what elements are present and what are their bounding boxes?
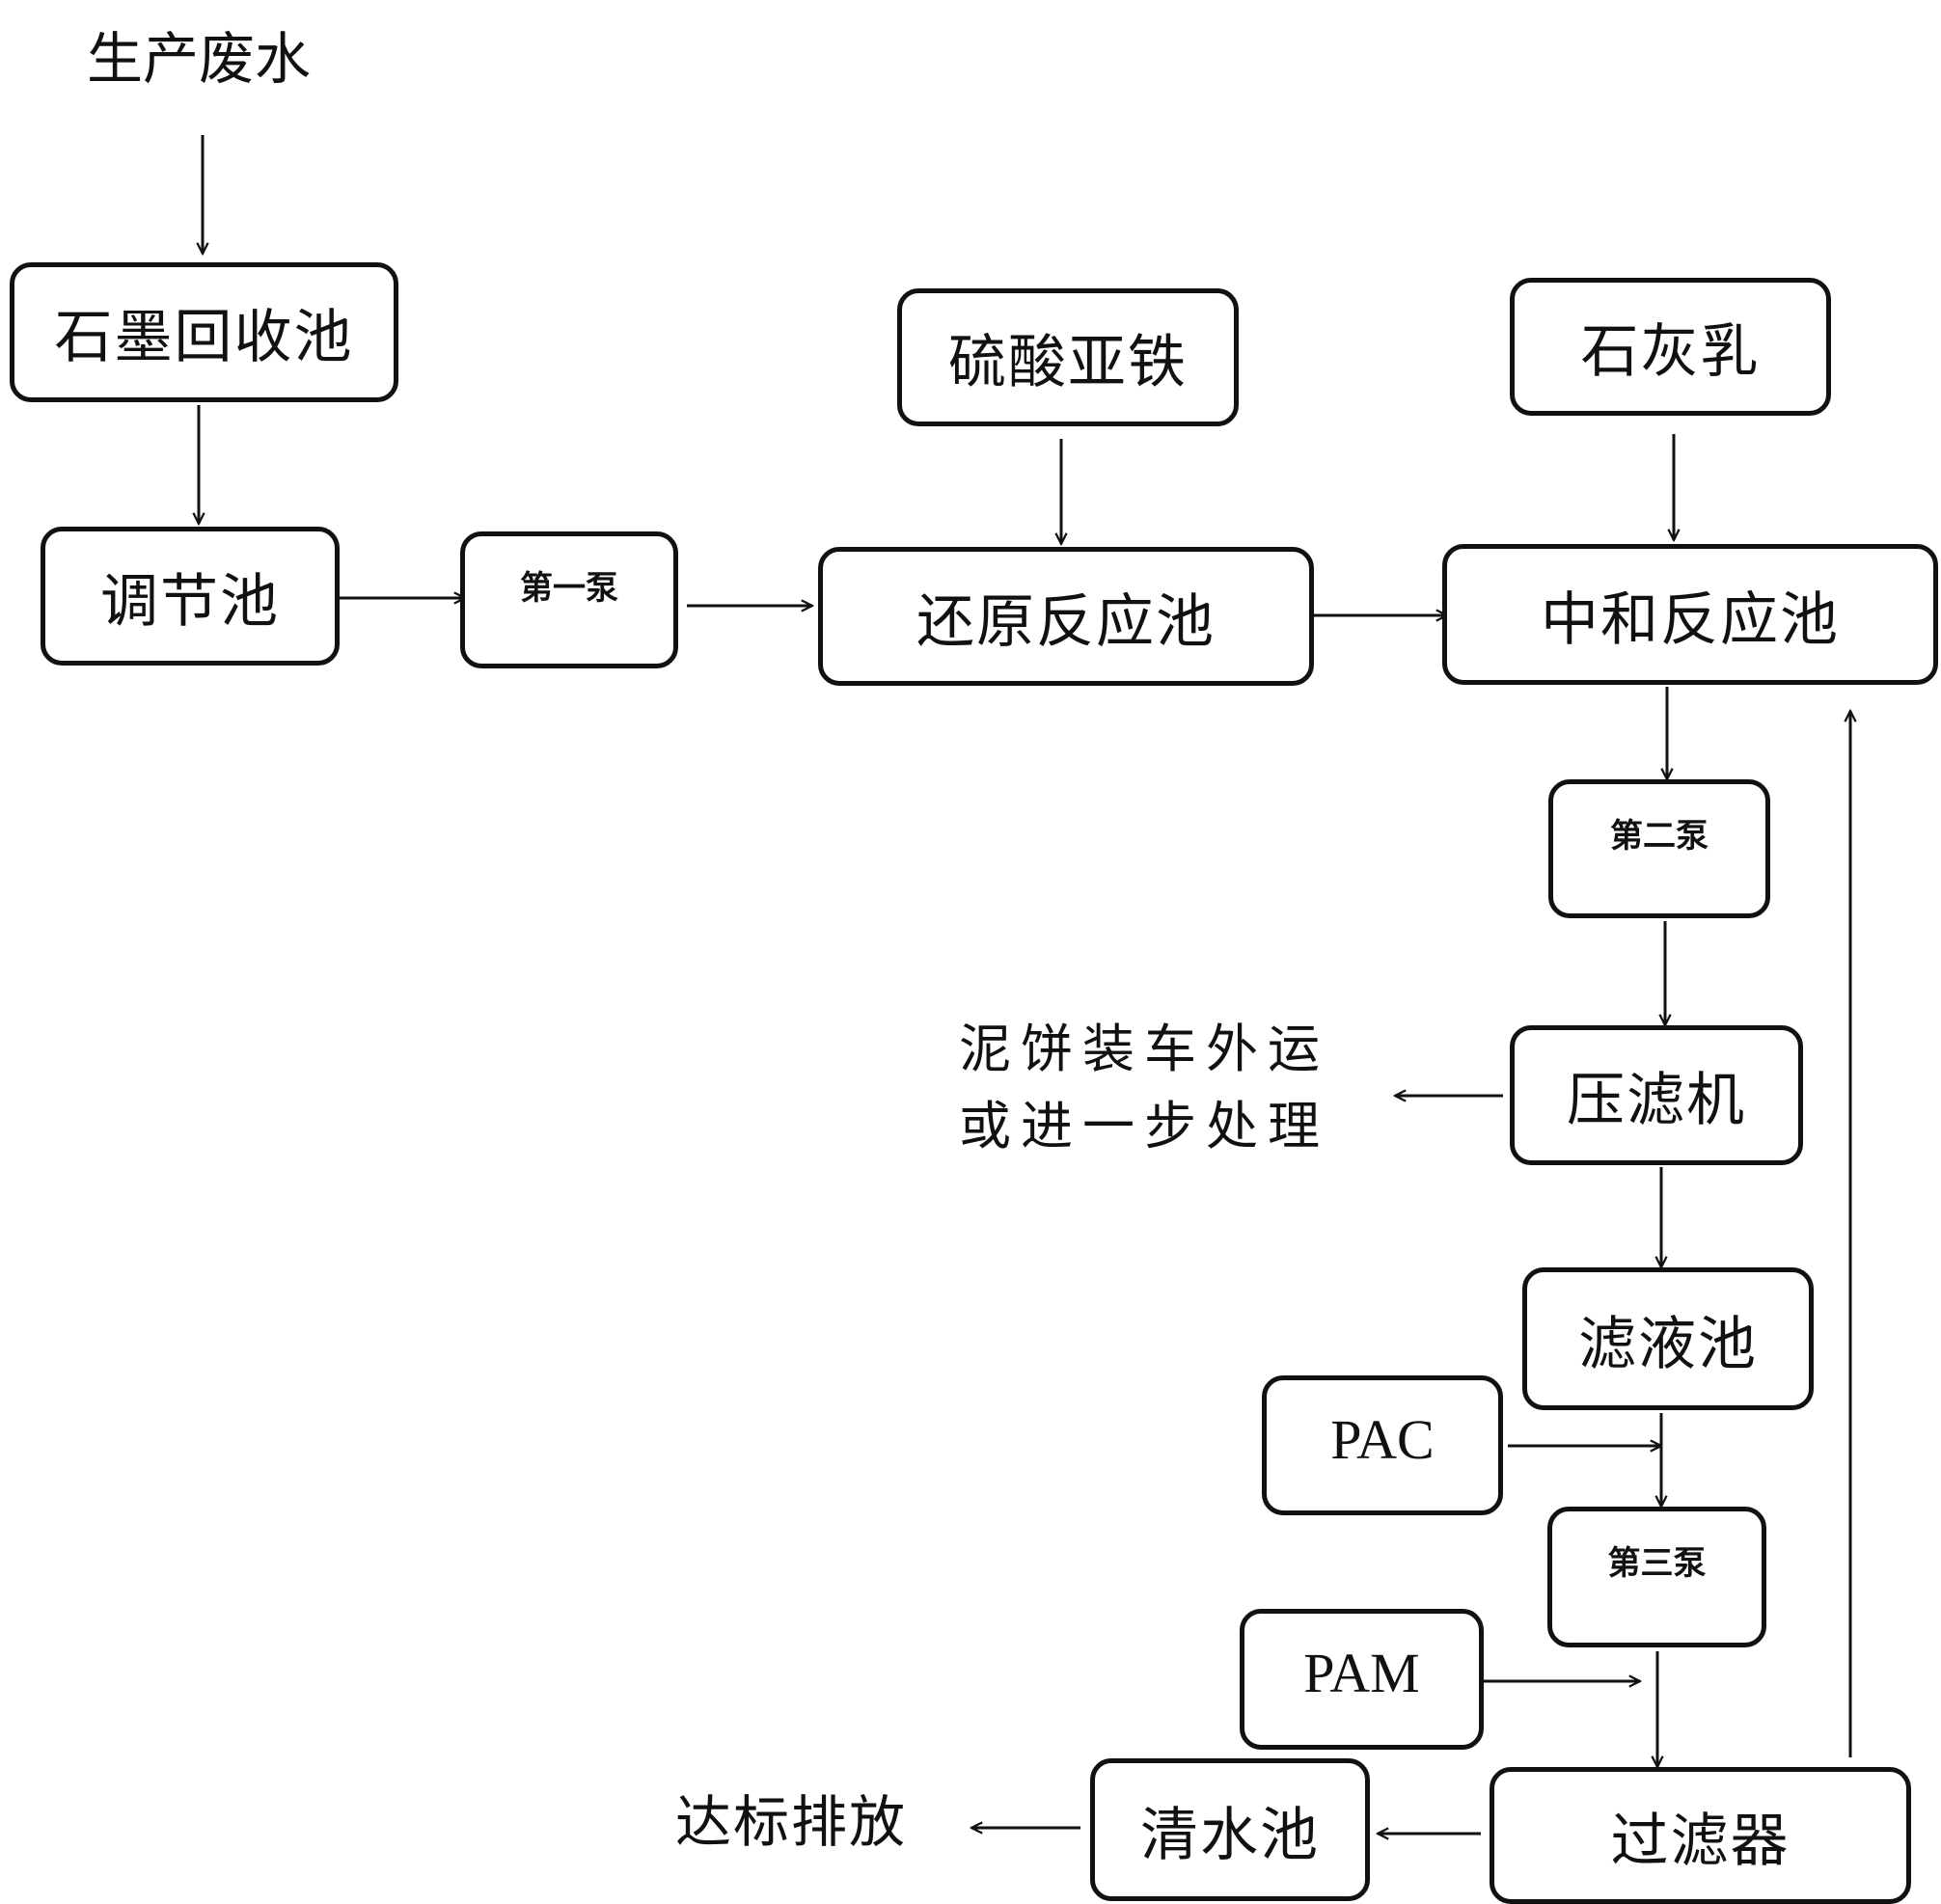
filter-unit: 过滤器 (1490, 1767, 1911, 1904)
lime-milk: 石灰乳 (1510, 278, 1831, 416)
discharge-label: 达标排放 (675, 1789, 908, 1855)
regulating-pool: 调节池 (41, 527, 340, 666)
graphite-recovery-pool: 石墨回收池 (10, 262, 398, 402)
second-pump: 第二泵 (1548, 779, 1770, 918)
ferrous-sulfate: 硫酸亚铁 (897, 288, 1239, 426)
filtrate-pool: 滤液池 (1522, 1267, 1814, 1410)
sludge-note-line-1: 泥饼装车外运 (959, 1019, 1329, 1079)
reduction-reaction-pool: 还原反应池 (818, 547, 1314, 686)
pam-dosing: PAM (1240, 1609, 1484, 1750)
filter-press: 压滤机 (1510, 1025, 1803, 1165)
third-pump: 第三泵 (1547, 1507, 1766, 1647)
first-pump: 第一泵 (460, 531, 678, 668)
pac-dosing: PAC (1262, 1375, 1503, 1515)
neutralization-reaction-pool: 中和反应池 (1442, 544, 1938, 685)
source-label: 生产废水 (87, 26, 312, 92)
clear-water-pool: 清水池 (1090, 1758, 1370, 1901)
sludge-note-line-2: 或进一步处理 (959, 1096, 1329, 1156)
sludge-cake-note: 泥饼装车外运 或进一步处理 (959, 1011, 1329, 1165)
